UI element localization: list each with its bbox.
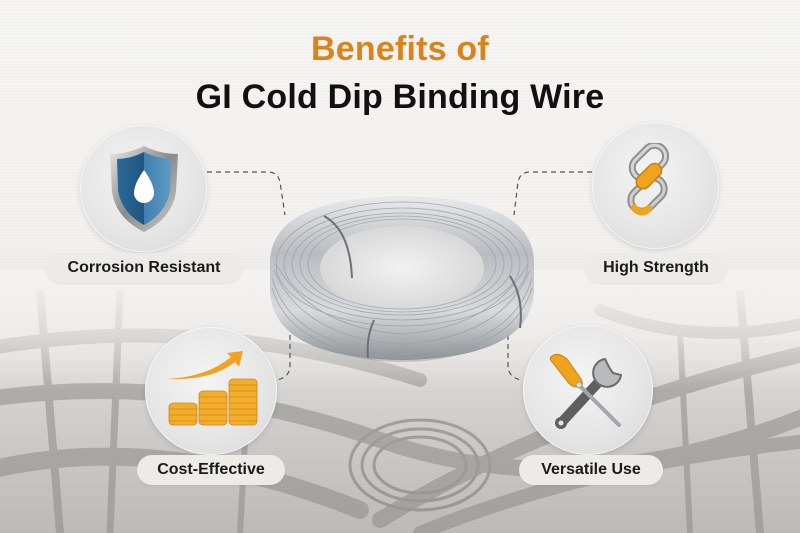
title-line-1: Benefits of: [311, 30, 489, 68]
wire-coil-image: [270, 196, 534, 362]
benefit-corrosion-resistant-label: Corrosion Resistant: [46, 253, 242, 283]
benefit-cost-effective-label: Cost-Effective: [137, 455, 285, 485]
benefit-versatile-use-label: Versatile Use: [519, 455, 663, 485]
benefit-cost-effective-circle: [145, 327, 277, 455]
benefit-high-strength-circle: [592, 122, 719, 249]
wrench-screwdriver-icon: [549, 353, 623, 429]
shield-water-drop-icon: [109, 145, 178, 232]
chain-link-icon: [626, 142, 669, 215]
benefit-corrosion-resistant-circle: [80, 125, 207, 252]
benefit-high-strength-label: High Strength: [585, 253, 727, 283]
title-line-2: GI Cold Dip Binding Wire: [195, 78, 605, 116]
benefit-versatile-use-circle: [523, 325, 653, 455]
coins-growth-arrow-icon: [167, 351, 258, 426]
